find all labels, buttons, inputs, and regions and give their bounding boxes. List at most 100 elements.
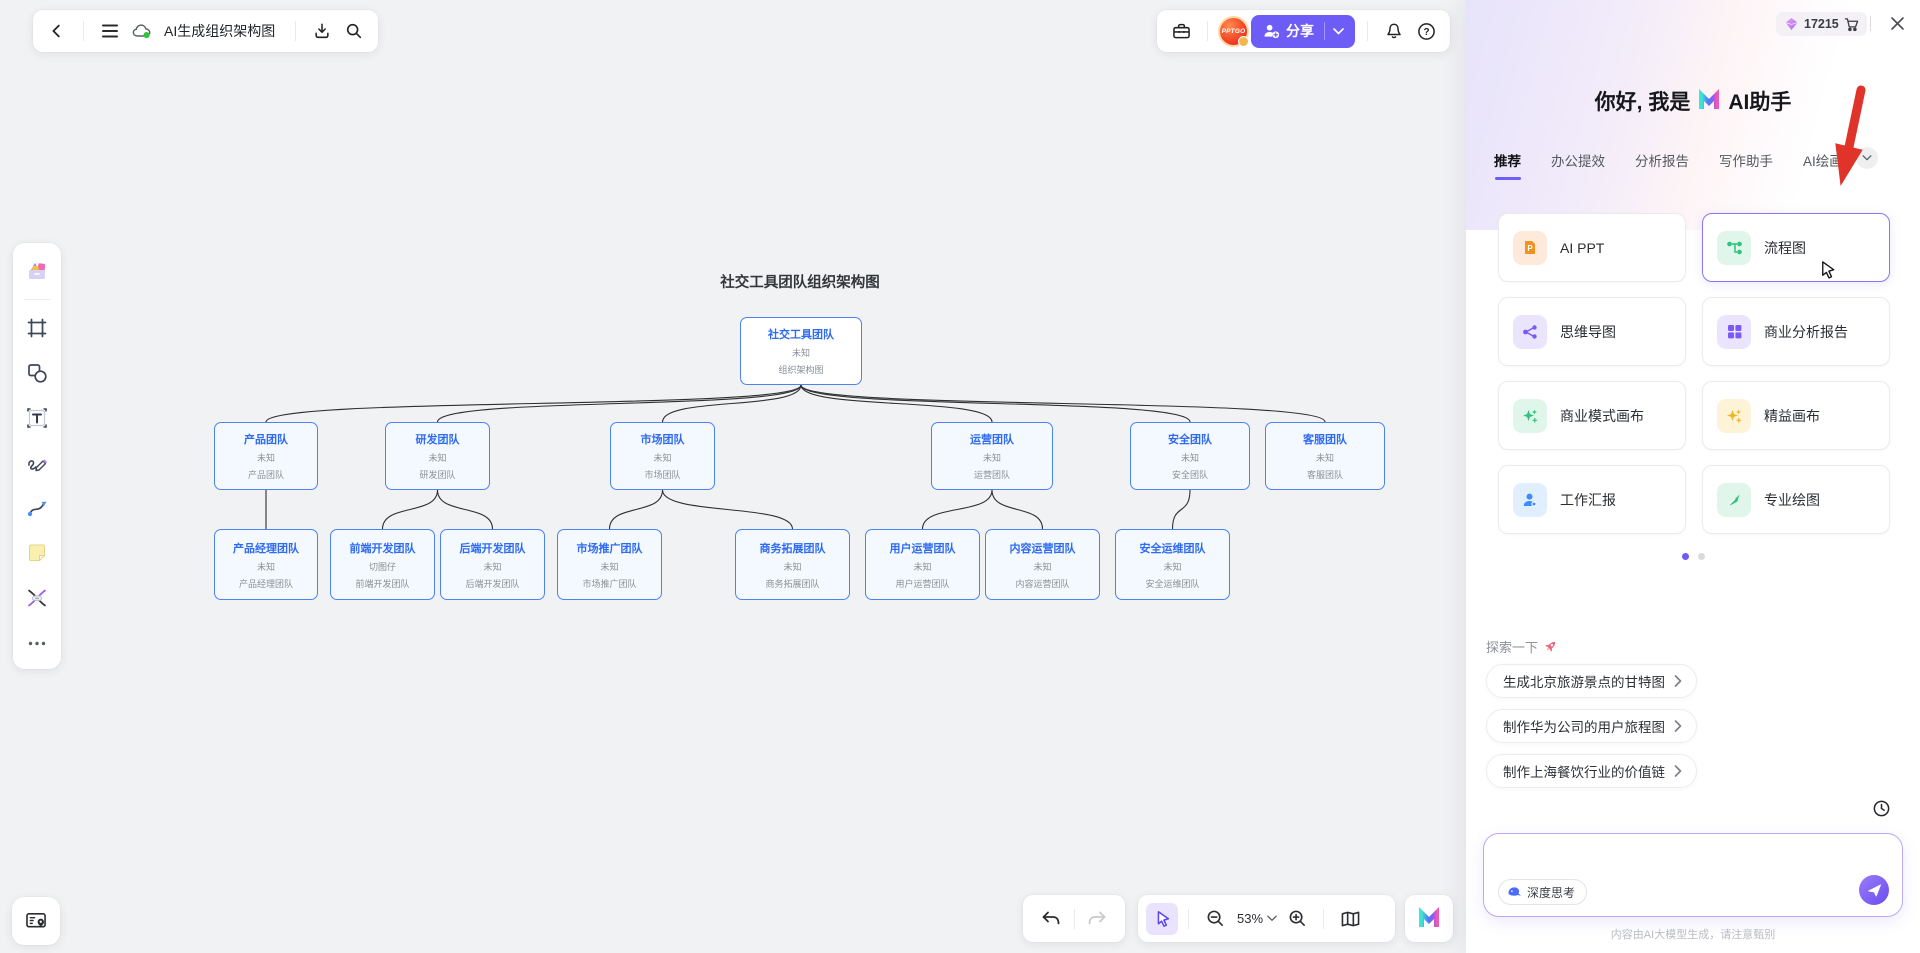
menu-button[interactable] [94,15,126,47]
pptgo-badge[interactable]: PPTGO [1218,15,1249,47]
org-node-title: 市场团队 [640,434,685,446]
tab-ai-painting[interactable]: AI绘画 [1803,154,1843,169]
tool-text[interactable] [19,400,55,436]
tool-section[interactable] [19,580,55,616]
chevron-right-icon [1674,675,1682,687]
tab-recommend[interactable]: 推荐 [1494,150,1521,180]
org-node[interactable]: 研发团队未知研发团队 [385,422,490,490]
tab-analysis[interactable]: 分析报告 [1635,154,1689,169]
search-button[interactable] [338,15,370,47]
org-node[interactable]: 前端开发团队切图仔前端开发团队 [330,529,435,600]
org-node-subtitle: 未知 [1315,453,1334,463]
card-flowchart[interactable]: 流程图 [1702,213,1890,282]
org-node[interactable]: 市场团队未知市场团队 [610,422,715,490]
org-node-subtitle: 未知 [483,561,502,572]
tool-templates[interactable] [19,253,55,289]
ai-disclaimer: 内容由AI大模型生成，请注意甄别 [1610,929,1776,941]
send-button[interactable] [1859,875,1889,905]
tool-more[interactable] [19,625,55,661]
pen-nib-icon [1717,482,1751,517]
card-business-canvas[interactable]: 商业模式画布 [1498,381,1686,450]
share-dropdown[interactable] [1325,27,1351,35]
card-work-report[interactable]: 工作汇报 [1498,465,1686,534]
org-node-subtitle: 安全运维团队 [1145,578,1200,589]
org-node-subtitle: 组织架构图 [778,365,824,375]
section-icon [28,589,46,607]
deep-think-toggle[interactable]: 深度思考 [1498,879,1588,905]
close-panel-button[interactable] [1882,8,1912,38]
help-button[interactable]: ? [1410,15,1442,47]
org-node-title: 安全团队 [1168,434,1212,446]
org-node[interactable]: 安全团队未知安全团队 [1130,422,1250,490]
chat-input-box[interactable]: 深度思考 [1483,833,1903,917]
templates-icon [29,263,46,279]
select-tool-button[interactable] [1146,902,1178,935]
download-button[interactable] [306,15,338,47]
ai-ppt-icon: P [1513,230,1547,265]
suggestion-gantt[interactable]: 生成北京旅游景点的甘特图 [1486,664,1697,698]
whiteboard-canvas[interactable]: 社交工具团队组织架构图 社交工具团队未知组织架构图产品团队未知产品团队研发团队未… [0,0,1466,953]
tabs-more-button[interactable] [1856,147,1878,169]
org-node-title: 社交工具团队 [768,329,834,341]
card-pro-drawing[interactable]: 专业绘图 [1702,465,1890,534]
zoom-out-button[interactable] [1199,903,1231,935]
tool-shapes[interactable] [19,355,55,391]
chevron-right-icon [1674,765,1682,777]
pagination-dot[interactable] [1697,553,1705,560]
document-title[interactable]: AI生成组织架构图 [164,23,276,39]
chat-input[interactable] [1496,842,1836,876]
zoom-dropdown-chevron-icon[interactable] [1267,915,1277,922]
redo-button[interactable] [1081,903,1113,935]
org-node[interactable]: 后端开发团队未知后端开发团队 [440,529,545,600]
undo-button[interactable] [1035,903,1067,935]
org-node-subtitle: 安全团队 [1171,470,1208,480]
board-navigator-button[interactable] [12,897,60,945]
tab-office[interactable]: 办公提效 [1551,154,1605,169]
org-node[interactable]: 内容运营团队未知内容运营团队 [985,529,1100,600]
close-icon [1890,16,1904,30]
card-mindmap[interactable]: 思维导图 [1498,297,1686,366]
share-button[interactable]: 分享 [1251,14,1355,48]
card-ai-ppt[interactable]: P AI PPT [1498,213,1686,282]
toolbox-icon [1172,23,1190,39]
tool-pen[interactable] [19,445,55,481]
suggestion-journey[interactable]: 制作华为公司的用户旅程图 [1486,709,1697,743]
toolbox-button[interactable] [1165,15,1197,47]
org-node[interactable]: 运营团队未知运营团队 [931,422,1053,490]
suggestion-value-chain[interactable]: 制作上海餐饮行业的价值链 [1486,754,1697,788]
ai-assistant-button[interactable] [1405,895,1453,942]
tab-writing[interactable]: 写作助手 [1719,154,1773,169]
org-node[interactable]: 产品经理团队未知产品经理团队 [214,529,318,600]
header-divider [1870,16,1871,31]
pagination-dot[interactable] [1681,553,1689,560]
zoom-level[interactable]: 53% [1237,911,1264,926]
org-node[interactable]: 安全运维团队未知安全运维团队 [1115,529,1230,600]
cloud-sync-button[interactable] [126,15,158,47]
cards-pagination[interactable] [1466,553,1920,560]
back-button[interactable] [41,15,73,47]
notifications-button[interactable] [1378,15,1410,47]
tool-sticky-note[interactable] [19,535,55,571]
credits-pill[interactable]: 17215 [1776,12,1867,36]
org-node[interactable]: 用户运营团队未知用户运营团队 [865,529,980,600]
org-node[interactable]: 客服团队未知客服团队 [1265,422,1385,490]
minimap-button[interactable] [1334,903,1366,935]
tool-frame[interactable] [19,310,55,346]
card-lean-canvas[interactable]: 精益画布 [1702,381,1890,450]
history-button[interactable] [1866,793,1896,823]
ai-logo [1699,89,1720,109]
org-node-subtitle: 未知 [982,453,1001,463]
diagram-title[interactable]: 社交工具团队组织架构图 [720,275,880,291]
org-node[interactable]: 商务拓展团队未知商务拓展团队 [735,529,850,600]
org-node-subtitle: 研发团队 [419,470,456,480]
top-right-toolbar: PPTGO 分享 ? [1157,10,1450,52]
org-node[interactable]: 市场推广团队未知市场推广团队 [557,529,662,600]
ai-logo [1419,906,1439,927]
org-node[interactable]: 产品团队未知产品团队 [214,422,318,490]
card-business-report[interactable]: 商业分析报告 [1702,297,1890,366]
org-node[interactable]: 社交工具团队未知组织架构图 [740,317,862,385]
coin-badge [1238,35,1249,47]
zoom-in-button[interactable] [1281,903,1313,935]
org-node-subtitle: 未知 [1033,561,1052,572]
tool-connector[interactable] [19,490,55,526]
